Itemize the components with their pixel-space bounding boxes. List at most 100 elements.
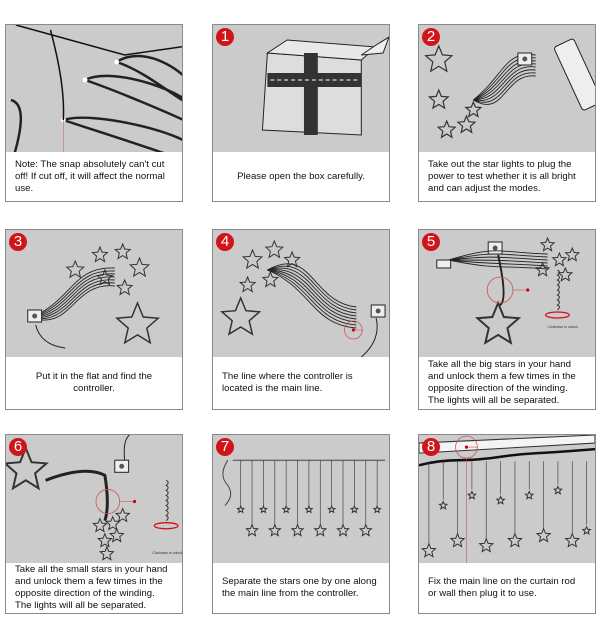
star-icon	[438, 500, 449, 510]
star-icon	[114, 507, 131, 523]
star-icon	[113, 242, 132, 260]
step-badge: 4	[216, 233, 234, 251]
star-icon	[539, 236, 556, 252]
bigstars-illustration: Clockwise to unlock	[436, 236, 581, 345]
step-badge: 8	[422, 438, 440, 456]
star-icon	[534, 261, 551, 277]
star-icon	[65, 259, 85, 279]
illustration	[419, 25, 595, 152]
star-icon	[464, 100, 483, 118]
star-icon	[495, 495, 506, 505]
illustration: Clockwise to unlock	[6, 435, 182, 563]
star-icon	[466, 490, 477, 500]
step-badge: 6	[9, 438, 27, 456]
illustration	[213, 230, 389, 357]
star-icon	[91, 245, 109, 263]
star-icon	[349, 504, 359, 514]
illustration	[213, 435, 389, 563]
star-icon	[241, 248, 264, 270]
star-icon	[104, 515, 121, 531]
panel-note: Note: The snap absolutely can't cut off!…	[5, 24, 183, 202]
step-badge: 2	[422, 28, 440, 46]
caption: Take all the big stars in your hand and …	[428, 359, 576, 406]
caption: Note: The snap absolutely can't cut off!…	[15, 158, 165, 194]
star-icon	[535, 527, 552, 543]
star-icon	[264, 239, 285, 259]
star-icon	[115, 278, 134, 296]
star-icon	[421, 542, 437, 558]
star-icon	[456, 114, 477, 134]
caption: Put it in the flat and find the controll…	[35, 371, 153, 394]
separate-illustration	[222, 459, 386, 537]
star-icon	[507, 532, 523, 548]
caption: The line where the controller is located…	[222, 371, 353, 394]
star-icon	[564, 532, 581, 548]
star-icon	[552, 485, 563, 495]
curtain-illustration	[419, 435, 595, 563]
star-icon	[581, 525, 592, 536]
smallstars-illustration: Clockwise to unlock	[6, 435, 182, 561]
star-icon	[304, 504, 314, 514]
star-icon	[449, 532, 466, 548]
star-icon	[478, 537, 495, 553]
star-icon	[267, 523, 282, 537]
star-icon	[245, 523, 259, 537]
star-icon	[128, 256, 151, 278]
star-icon	[108, 527, 125, 543]
caption: Take all the small stars in your hand an…	[15, 564, 168, 611]
star-icon	[6, 445, 49, 491]
illustration	[213, 25, 389, 152]
star-icon	[238, 275, 257, 293]
star-icon	[290, 523, 305, 537]
illustration	[419, 435, 595, 563]
star-icon	[372, 504, 382, 514]
step-badge: 1	[216, 28, 234, 46]
star-icon	[436, 119, 457, 139]
star-icon	[551, 251, 568, 267]
step-badge: 5	[422, 233, 440, 251]
star-icon	[92, 517, 108, 533]
svg-text:Clockwise to unlock: Clockwise to unlock	[548, 325, 579, 329]
box-illustration	[261, 36, 389, 136]
illustration: Clockwise to unlock	[419, 230, 595, 357]
star-icon	[313, 523, 328, 537]
star-icon	[98, 545, 115, 561]
star-icon	[258, 504, 268, 514]
caption: Take out the star lights to plug the pow…	[428, 158, 576, 194]
test-illustration	[424, 38, 595, 139]
star-icon	[564, 246, 581, 262]
svg-text:Clockwise to unlock: Clockwise to unlock	[152, 551, 182, 555]
step-badge: 3	[9, 233, 27, 251]
star-icon	[281, 504, 291, 514]
star-icon	[220, 296, 262, 336]
mainline-illustration	[220, 239, 386, 357]
star-icon	[115, 301, 161, 345]
star-icon	[327, 504, 337, 514]
star-icon	[424, 44, 454, 73]
star-icon	[358, 523, 373, 537]
caption: Fix the main line on the curtain rod or …	[428, 576, 576, 599]
star-icon	[283, 250, 301, 268]
caption: Separate the stars one by one along the …	[222, 576, 377, 599]
star-icon	[474, 300, 522, 345]
illustration	[6, 25, 182, 152]
star-icon	[557, 266, 574, 282]
star-icon	[336, 523, 350, 537]
star-icon	[97, 532, 113, 548]
star-icon	[261, 270, 280, 288]
star-icon	[236, 504, 246, 514]
flat-illustration	[27, 242, 161, 349]
star-icon	[427, 88, 450, 110]
star-icon	[524, 490, 535, 500]
caption: Please open the box carefully.	[237, 170, 365, 182]
illustration	[6, 230, 182, 357]
step-badge: 7	[216, 438, 234, 456]
